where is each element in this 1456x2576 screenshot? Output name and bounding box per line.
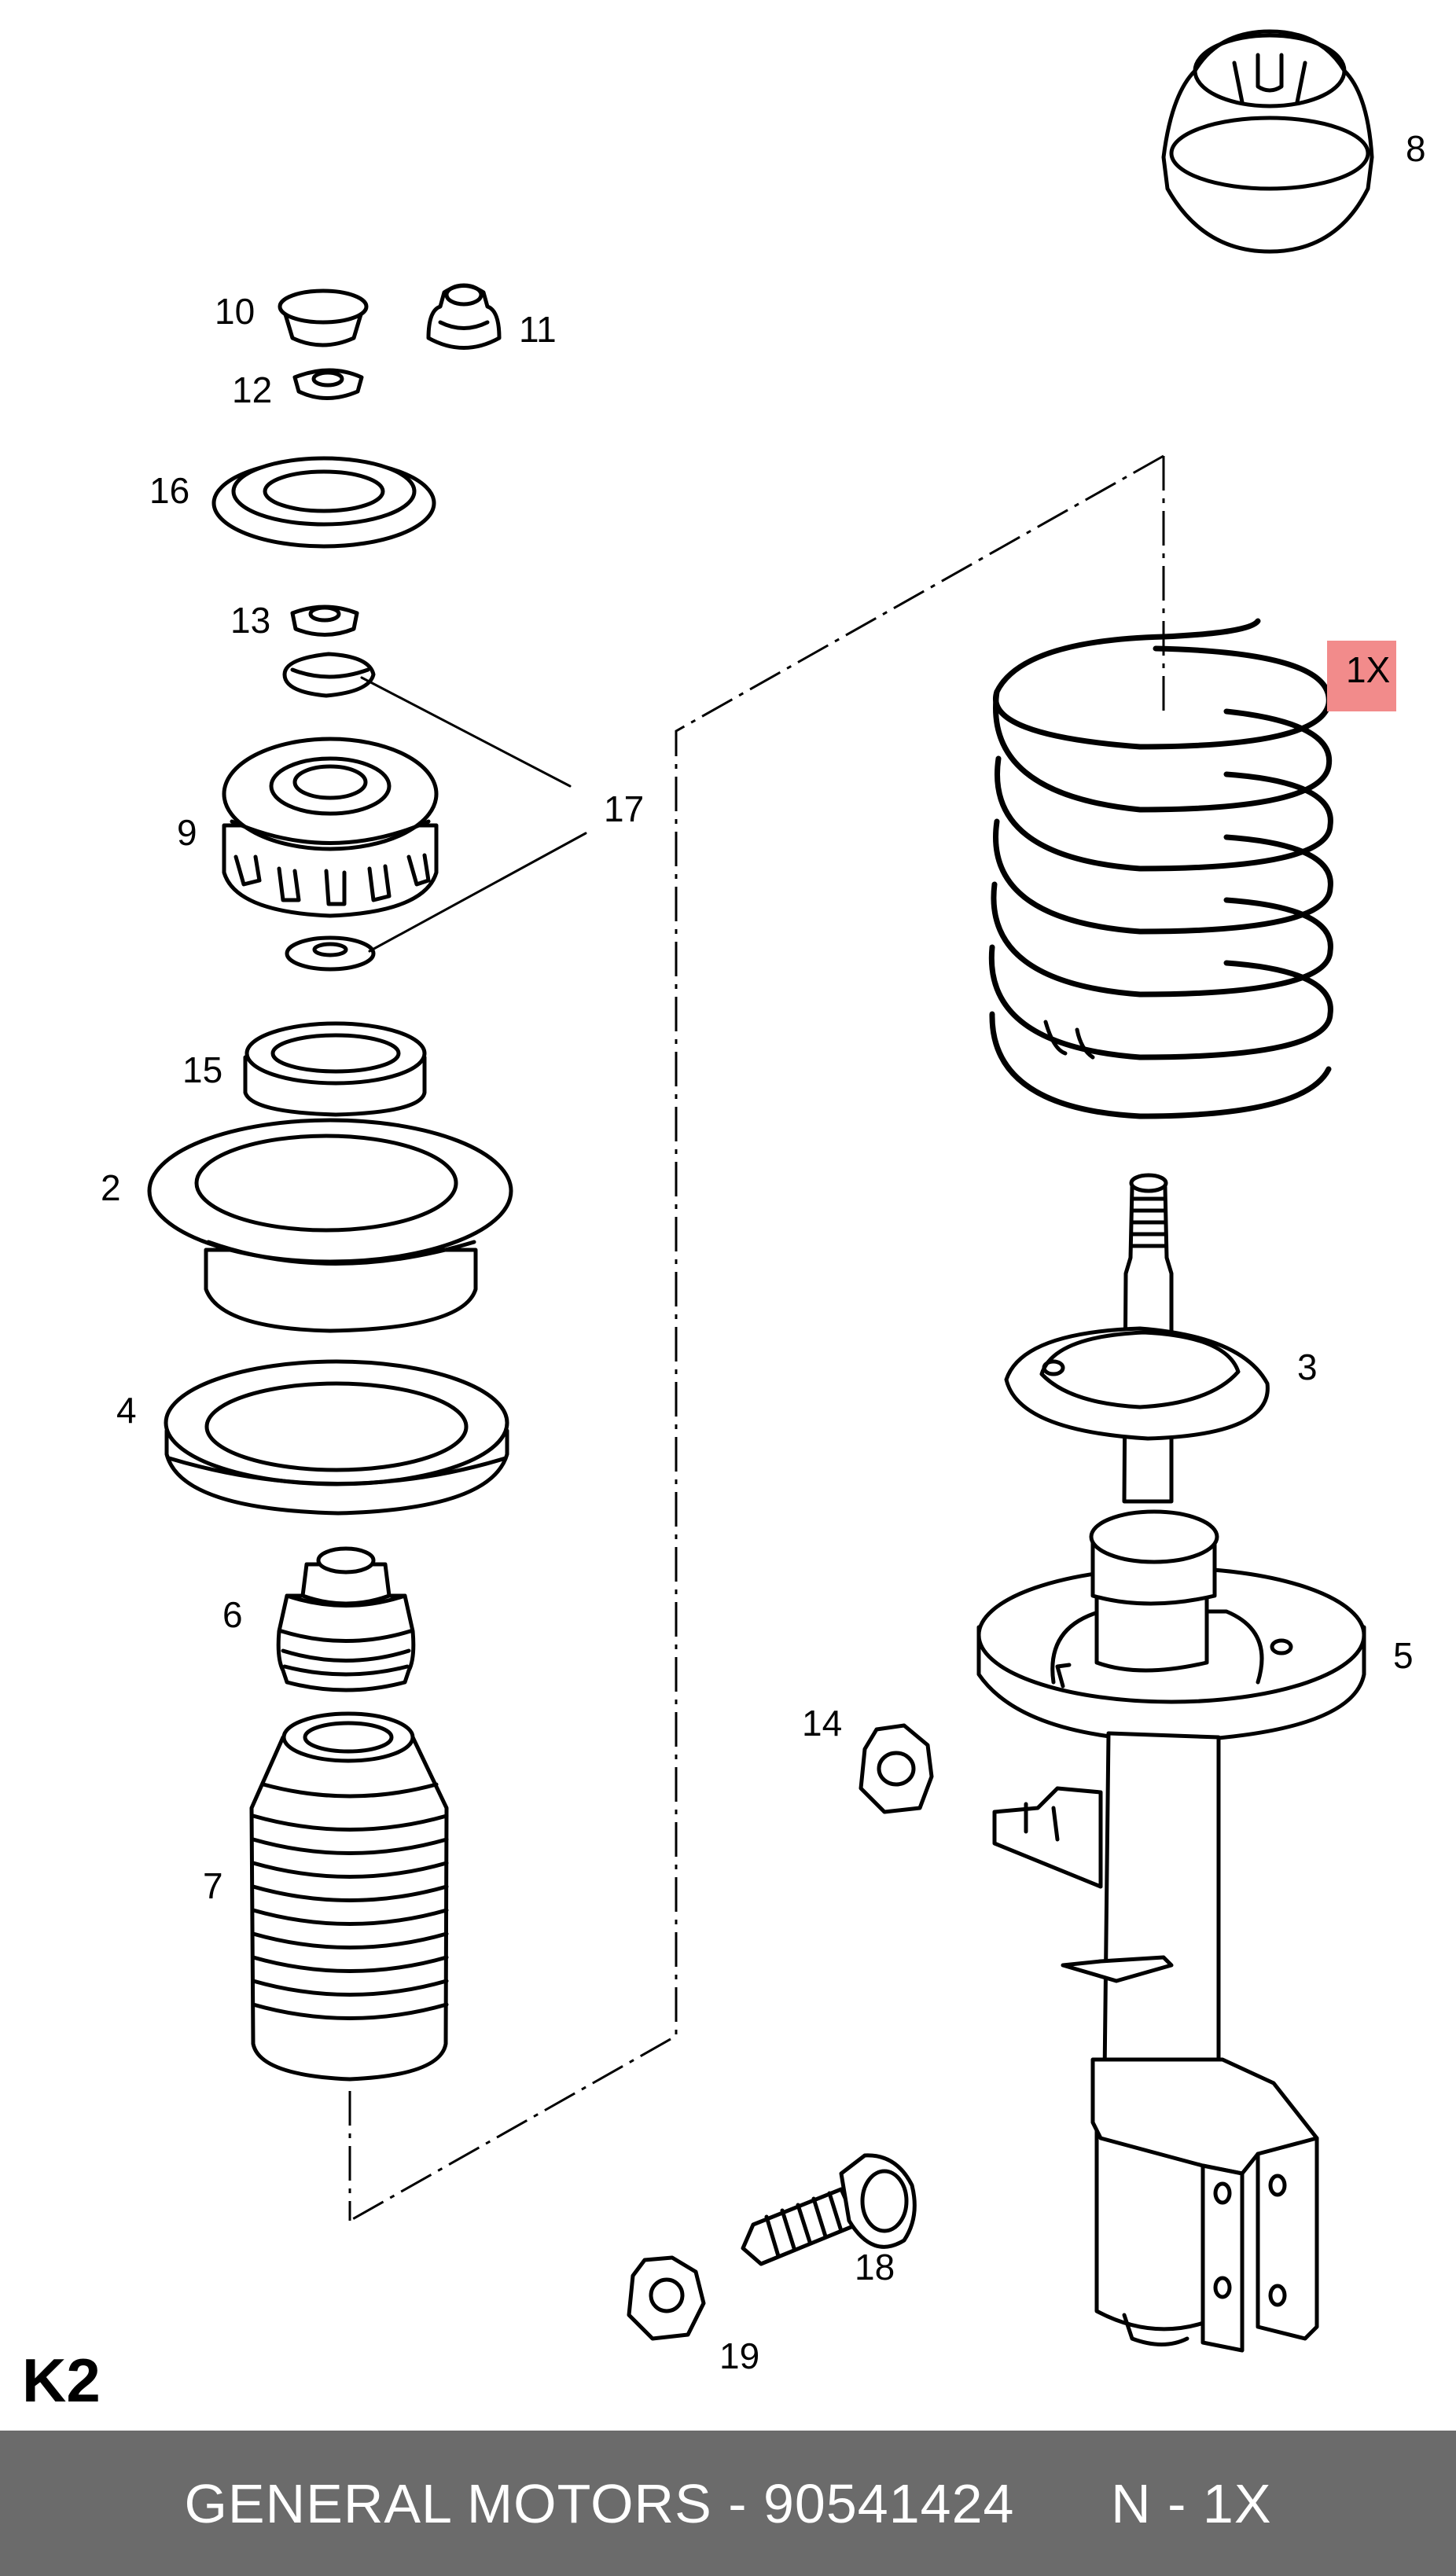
- footer-quantity: N - 1X: [1111, 2472, 1272, 2534]
- part-19-nut: [627, 2255, 706, 2341]
- footer-brand: GENERAL MOTORS: [184, 2472, 712, 2534]
- part-9-strut-mount: [222, 737, 439, 918]
- label-part-3: 3: [1297, 1347, 1318, 1387]
- highlight-marker: [1327, 641, 1396, 711]
- label-part-2: 2: [101, 1167, 121, 1208]
- assembly-axis-lines: [348, 454, 1165, 2222]
- label-part-17: 17: [604, 788, 644, 829]
- part-7-dust-boot: [249, 1711, 449, 2082]
- footer-gap: [1014, 2472, 1111, 2535]
- label-part-18: 18: [855, 2247, 895, 2288]
- part-8-bump-cap: [1161, 29, 1374, 254]
- part-labels: 2 3 4 5 6 7 8 9 10 11 12 13 14 15 16 17 …: [22, 128, 1426, 2415]
- label-part-16: 16: [149, 470, 189, 511]
- section-code: K2: [22, 2346, 101, 2415]
- label-part-15: 15: [182, 1049, 222, 1090]
- footer-bar: GENERAL MOTORS - 90541424 N - 1X: [0, 2431, 1456, 2576]
- label-part-8: 8: [1406, 128, 1426, 169]
- highlight-label-1x: 1X: [1346, 649, 1390, 690]
- part-13-nut: [290, 604, 359, 637]
- label-part-4: 4: [116, 1390, 137, 1431]
- part-2-spring-seat: [147, 1118, 513, 1333]
- part-12-nut: [292, 368, 364, 400]
- footer-separator: -: [711, 2472, 763, 2534]
- label-part-7: 7: [203, 1865, 223, 1906]
- part-3-upper-seat: [1004, 1326, 1270, 1441]
- label-part-11: 11: [519, 309, 557, 350]
- part-18-bolt: [741, 2153, 917, 2266]
- label-part-19: 19: [719, 2335, 759, 2376]
- part-17-washer-upper: [282, 652, 376, 698]
- part-6-bump-stop: [276, 1546, 416, 1692]
- part-1-coil-spring: [988, 618, 1333, 1119]
- label-part-10: 10: [215, 291, 255, 332]
- label-part-13: 13: [230, 600, 270, 641]
- label-part-5: 5: [1393, 1635, 1414, 1676]
- part-17-washer-lower: [285, 935, 376, 972]
- label-part-6: 6: [222, 1594, 243, 1635]
- part-11-nut-cap: [426, 283, 502, 350]
- label-part-12: 12: [232, 369, 272, 410]
- part-16-bearing-ring: [211, 456, 436, 549]
- part-5-lower-seat: [976, 1509, 1366, 1744]
- part-10-cap: [278, 288, 369, 347]
- part-14-hex-nut: [859, 1723, 934, 1814]
- label-part-9: 9: [177, 812, 197, 853]
- footer-part-number: 90541424: [763, 2472, 1015, 2534]
- label-part-14: 14: [802, 1703, 842, 1744]
- part-17-leaders: [360, 676, 587, 953]
- part-shock-body: [992, 1731, 1319, 2353]
- part-4-insulator: [164, 1359, 509, 1516]
- part-15-spacer: [243, 1021, 427, 1117]
